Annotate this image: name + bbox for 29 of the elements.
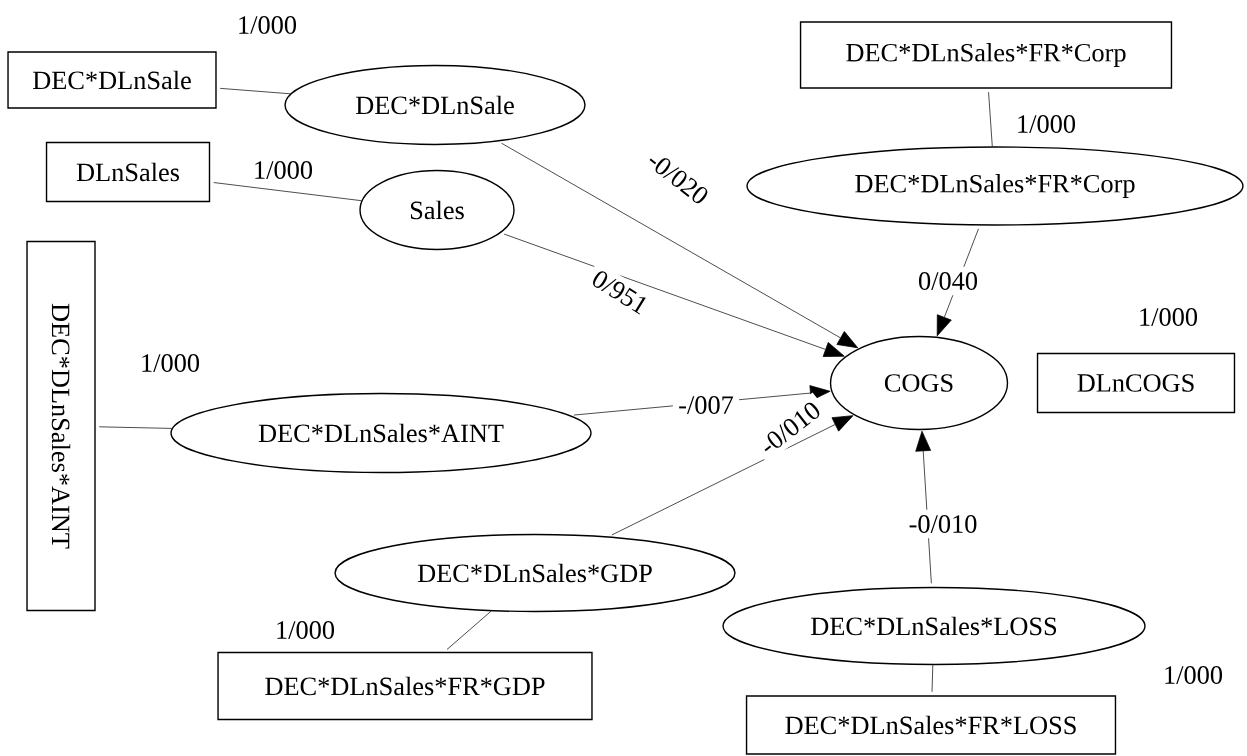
indicator-box: DLnCOGS	[1036, 352, 1236, 414]
loading-label: 1/000	[142, 354, 200, 372]
indicator-box: DEC*DLnSales*AINT	[26, 240, 96, 612]
loading-label: 1/000	[255, 161, 313, 179]
edge-label: -/007	[672, 390, 740, 420]
connector-line	[213, 182, 362, 202]
edge-label: 0/040	[912, 266, 984, 296]
loading-label: 1/000	[1140, 308, 1198, 326]
connector-line	[98, 426, 173, 429]
loading-label: 1/000	[239, 16, 297, 34]
indicator-box: DEC*DLnSales*FR*LOSS	[745, 695, 1117, 755]
edge-label: 0/951	[582, 261, 658, 323]
arrow	[501, 142, 859, 349]
arrow	[915, 430, 932, 584]
indicator-box: DEC*DLnSales*FR*Corp	[799, 21, 1173, 89]
connector-line	[988, 91, 993, 147]
indicator-box: DEC*DLnSale	[7, 51, 217, 109]
indicator-box: DEC*DLnSales*FR*GDP	[217, 651, 593, 721]
indicator-box: DLnSales	[45, 141, 211, 203]
loading-label: 1/000	[1018, 115, 1076, 133]
arrow	[936, 228, 979, 337]
arrow	[611, 415, 854, 536]
loading-label: 1/000	[277, 621, 335, 639]
connector-line	[219, 88, 291, 95]
connector-line	[446, 610, 492, 650]
arrow	[503, 233, 845, 357]
connector-line	[931, 664, 934, 693]
loading-label: 1/000	[1165, 666, 1223, 684]
edge-label: -0/010	[903, 509, 983, 539]
